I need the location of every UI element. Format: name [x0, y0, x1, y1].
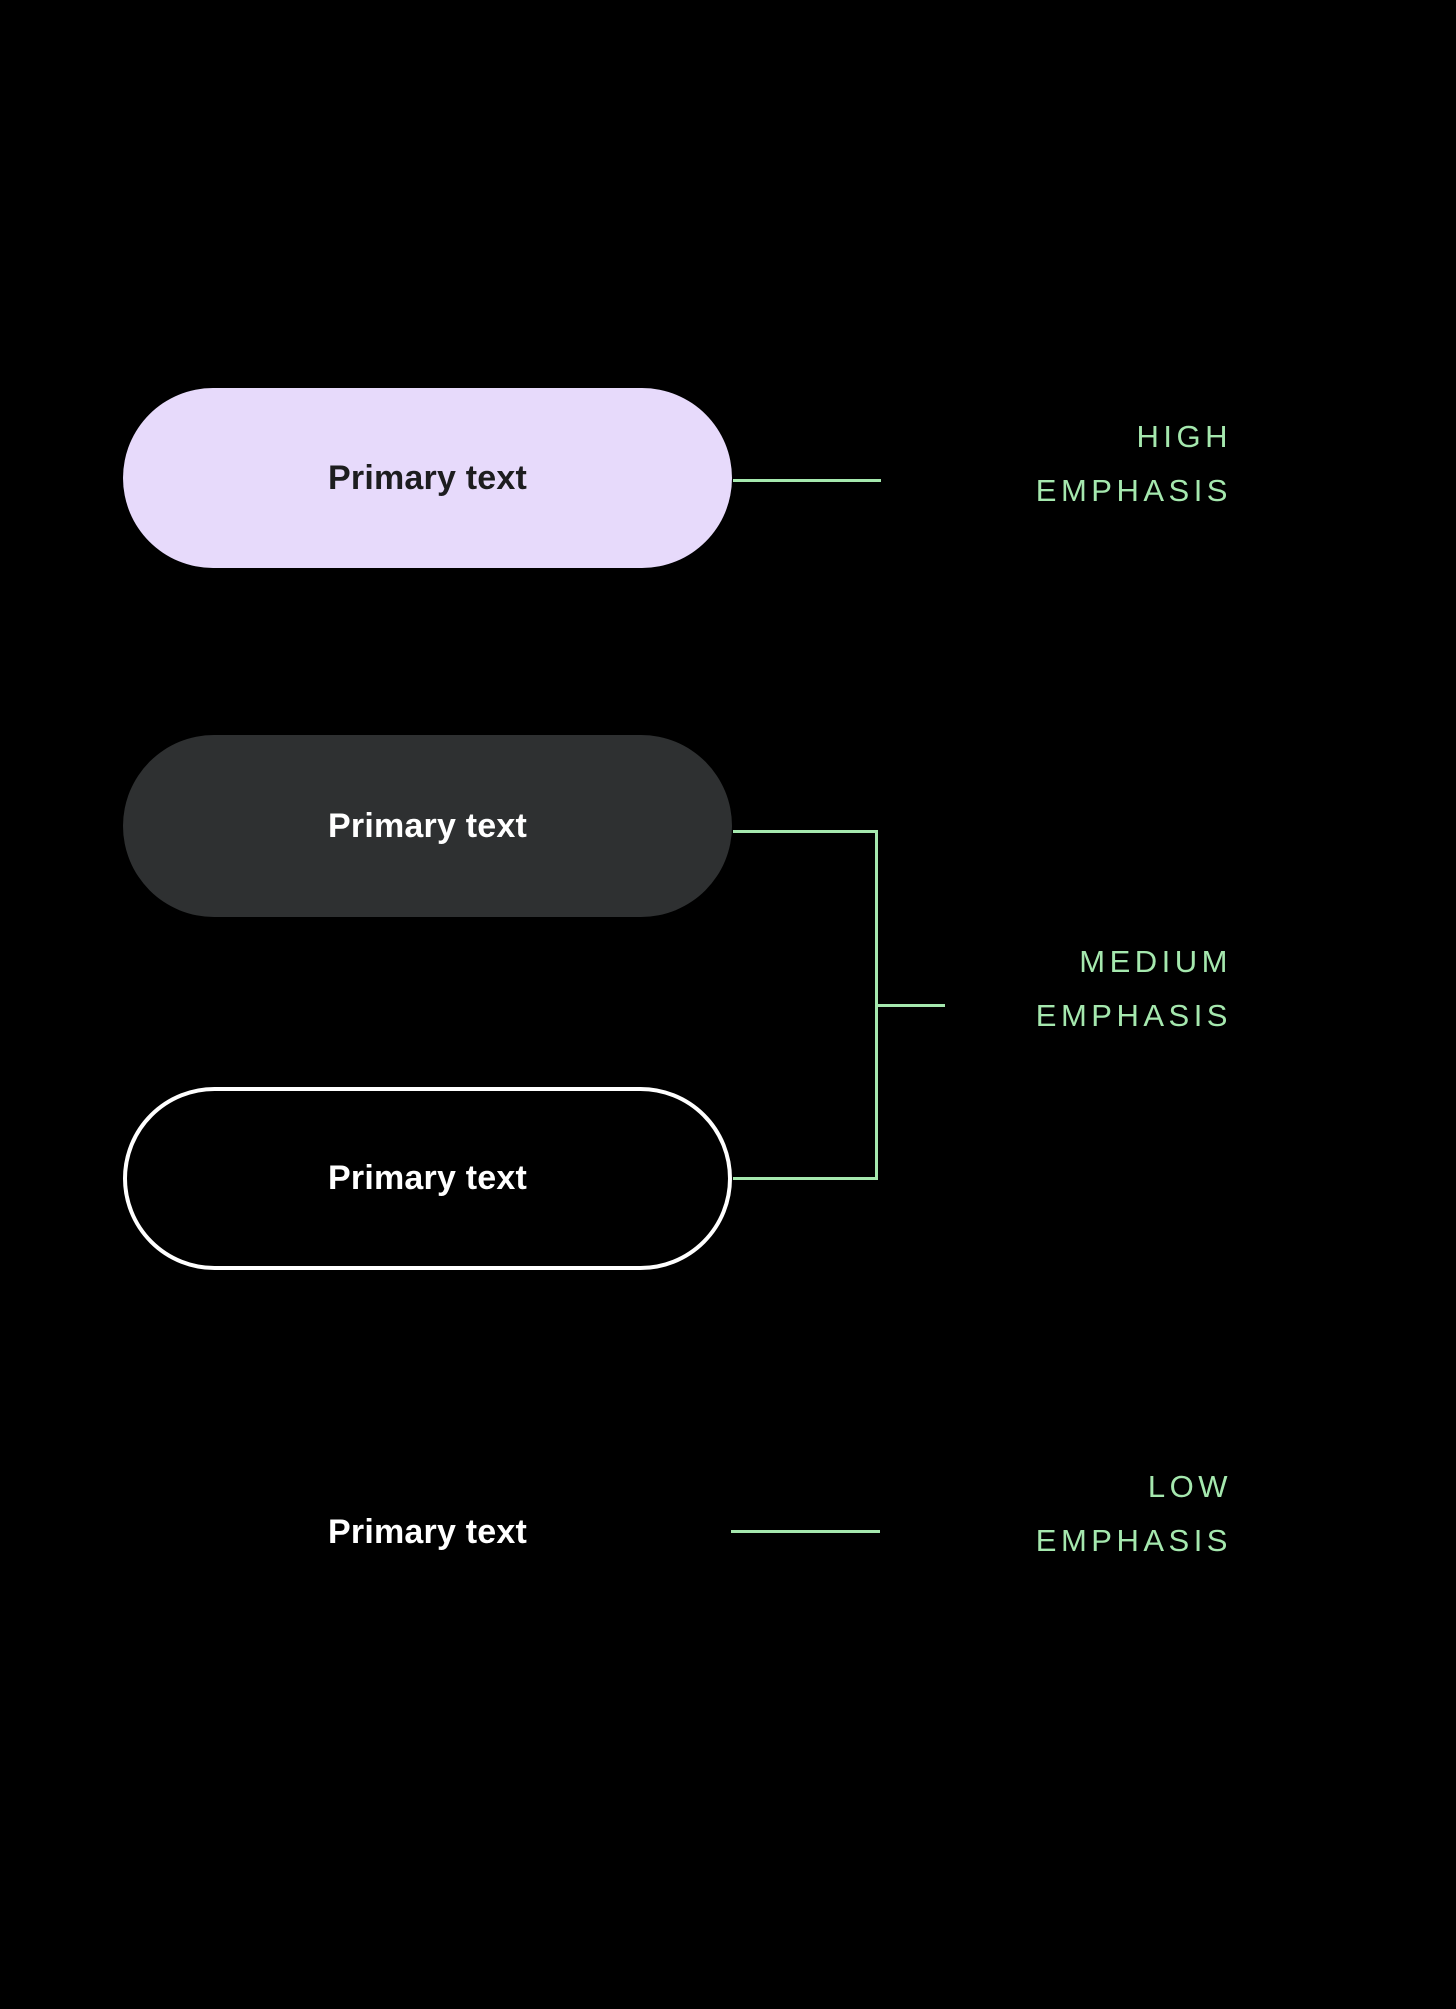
button-label: Primary text	[328, 1512, 527, 1551]
connector-bracket-bottom	[733, 1177, 878, 1180]
emphasis-label-medium-line2: EMPHASIS	[1035, 998, 1232, 1034]
primary-button-medium-filled[interactable]: Primary text	[123, 735, 732, 917]
emphasis-label-medium: MEDIUM EMPHASIS	[1036, 935, 1232, 1044]
emphasis-label-low-line2: EMPHASIS	[1035, 1523, 1232, 1559]
connector-bracket-top	[733, 830, 878, 833]
primary-button-high-emphasis[interactable]: Primary text	[123, 388, 732, 568]
button-label: Primary text	[328, 458, 527, 497]
emphasis-label-low: LOW EMPHASIS	[1036, 1460, 1232, 1569]
button-label: Primary text	[328, 1159, 527, 1197]
connector-bracket-stub	[875, 1004, 945, 1007]
emphasis-label-high-line2: EMPHASIS	[1035, 473, 1232, 509]
primary-button-medium-outlined[interactable]: Primary text	[123, 1087, 732, 1270]
button-label: Primary text	[328, 806, 527, 845]
emphasis-label-high: HIGH EMPHASIS	[1036, 410, 1232, 519]
emphasis-label-medium-line1: MEDIUM	[1079, 944, 1232, 979]
primary-button-low-emphasis[interactable]: Primary text	[123, 1494, 732, 1570]
connector-line-low	[731, 1530, 880, 1533]
emphasis-label-high-line1: HIGH	[1136, 419, 1232, 454]
emphasis-label-low-line1: LOW	[1147, 1469, 1232, 1504]
connector-line-high	[733, 479, 881, 482]
